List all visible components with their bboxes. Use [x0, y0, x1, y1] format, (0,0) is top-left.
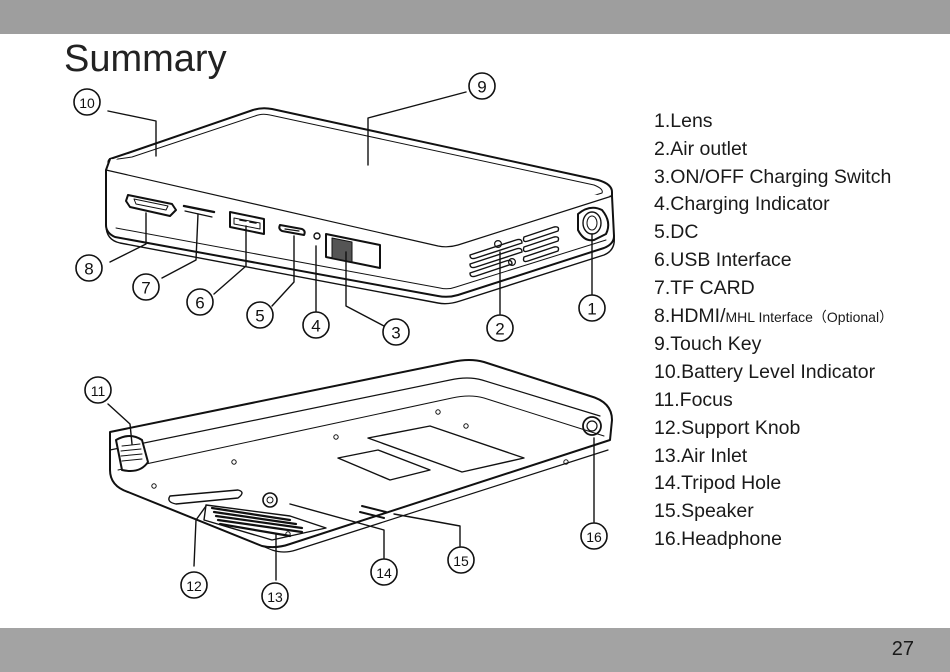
parts-legend: 1.Lens 2.Air outlet 3.ON/OFF Charging Sw… — [654, 108, 893, 554]
callout-12-circle — [180, 571, 208, 599]
callout-11-circle — [84, 376, 112, 404]
legend-hdmi-paren-open: （ — [812, 308, 827, 325]
legend-item-hdmi: 8.HDMI/MHL Interface（Optional） — [654, 303, 893, 332]
legend-item-usb: 6.USB Interface — [654, 248, 792, 271]
legend-hdmi-paren-close: ） — [879, 308, 894, 325]
callout-8: 8 — [84, 260, 93, 279]
legend-item-focus: 11.Focus — [654, 388, 733, 411]
legend-item-charging-indicator: 4.Charging Indicator — [654, 193, 830, 216]
legend-hdmi-optional: Optional — [826, 308, 880, 325]
callout-15-circle — [447, 546, 475, 574]
callout-8-circle — [75, 254, 103, 282]
callout-14-circle — [370, 558, 398, 586]
callout-15: 15 — [453, 553, 469, 569]
callout-5-circle — [246, 301, 274, 329]
callout-3: 3 — [391, 324, 400, 343]
callout-6: 6 — [195, 294, 204, 313]
legend-item-dc: 5.DC — [654, 221, 699, 244]
legend-item-tripod-hole: 14.Tripod Hole — [654, 472, 782, 495]
callout-10: 10 — [79, 95, 95, 111]
legend-item-touch-key: 9.Touch Key — [654, 333, 762, 356]
callout-13-circle — [261, 582, 289, 610]
legend-hdmi-mhl: MHL Interface — [725, 308, 813, 325]
legend-item-support-knob: 12.Support Knob — [654, 416, 801, 439]
callout-9-circle — [468, 72, 496, 100]
callout-2: 2 — [495, 320, 504, 339]
page-number: 27 — [891, 638, 914, 660]
bottom-band: 27 — [0, 628, 950, 672]
callout-1: 1 — [587, 300, 596, 319]
legend-item-speaker: 15.Speaker — [654, 500, 754, 523]
callout-4-circle — [302, 311, 330, 339]
callout-2-circle — [486, 314, 514, 342]
legend-hdmi-main: 8.HDMI/ — [654, 304, 726, 327]
projector-bottom-view-icon — [109, 359, 613, 553]
legend-item-lens: 1.Lens — [654, 110, 713, 132]
callout-14: 14 — [376, 565, 392, 581]
page-title: Summary — [64, 38, 227, 80]
callout-12: 12 — [186, 578, 202, 594]
callout-3-circle — [382, 318, 410, 346]
callout-4: 4 — [311, 317, 320, 336]
callout-7: 7 — [141, 279, 150, 298]
callout-10-circle — [73, 88, 101, 116]
callout-13: 13 — [267, 589, 283, 605]
callout-7-circle — [132, 273, 160, 301]
callout-16-circle — [580, 522, 608, 550]
callout-6-circle — [186, 288, 214, 316]
legend-item-switch: 3.ON/OFF Charging Switch — [654, 165, 892, 188]
top-band — [0, 0, 950, 34]
legend-item-tf-card: 7.TF CARD — [654, 276, 755, 299]
callout-1-circle — [578, 294, 606, 322]
callout-11: 11 — [91, 383, 106, 399]
legend-item-headphone: 16.Headphone — [654, 527, 782, 550]
callout-9: 9 — [477, 78, 486, 97]
projector-top-view-icon — [105, 107, 615, 305]
callout-5: 5 — [255, 307, 264, 326]
legend-item-battery: 10.Battery Level Indicator — [654, 361, 876, 384]
legend-item-air-inlet: 13.Air Inlet — [654, 444, 748, 467]
callout-16: 16 — [586, 529, 602, 545]
legend-item-air-outlet: 2.Air outlet — [654, 137, 748, 160]
